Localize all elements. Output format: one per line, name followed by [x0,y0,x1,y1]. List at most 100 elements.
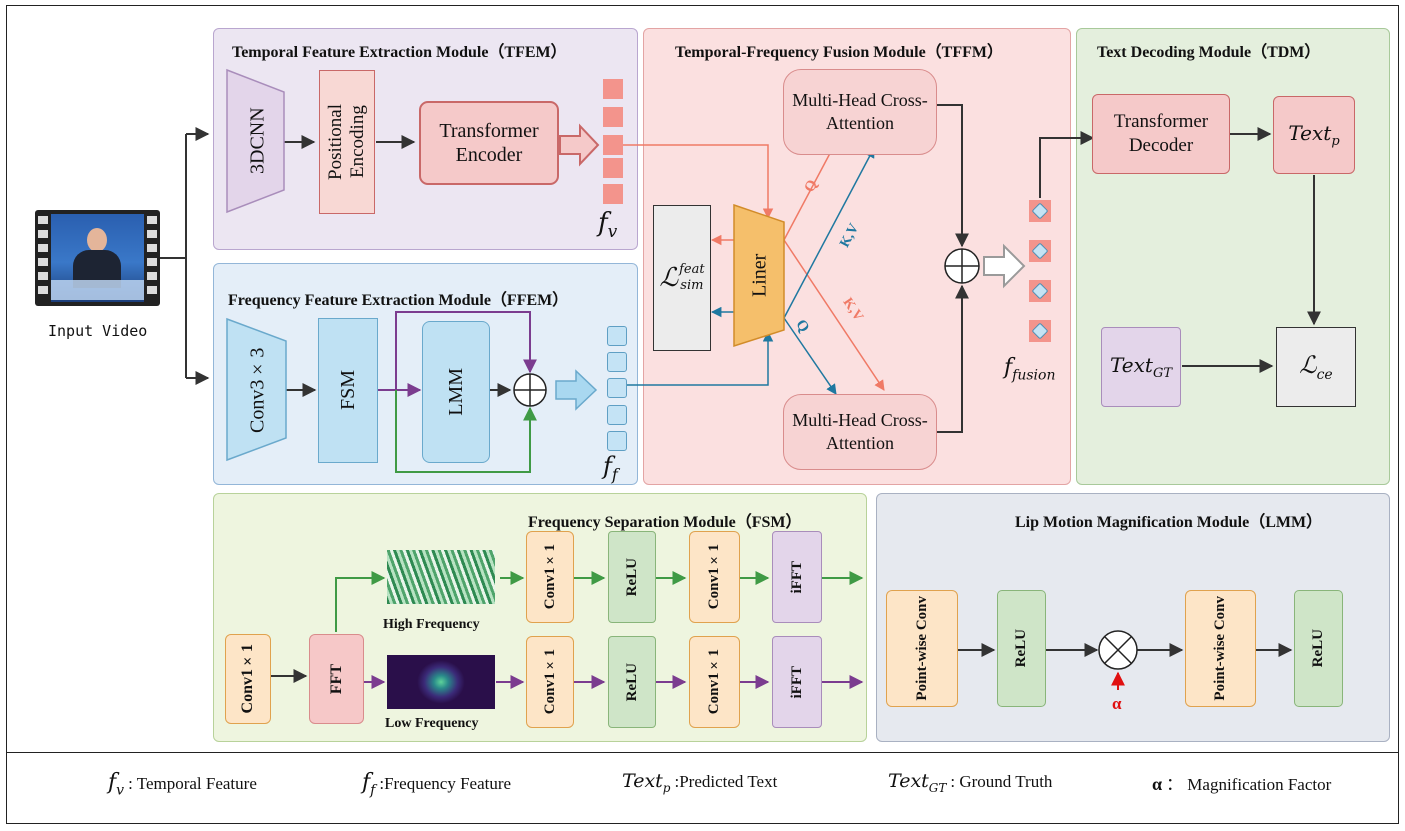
fsm-high-ifft: iFFT [772,531,822,623]
fv-token [603,135,623,155]
anchor-head [87,228,107,252]
legend-item-ground-truth: TextGT : Ground Truth [888,770,1053,795]
fft-block: FFT [309,634,364,724]
fusion-token [1029,200,1051,222]
ffem-hollow-arrow [555,369,598,411]
low-frequency-label: Low Frequency [385,716,479,731]
fsm-block: FSM [318,318,378,463]
ffem-add-circle [513,373,547,407]
tffm-title: Temporal-Frequency Fusion Module（TFFM） [675,44,1004,61]
ff-token [607,378,627,398]
positional-encoding-label: Positional Encoding [325,104,368,181]
fv-label: fv [598,208,618,243]
fv-token [603,158,623,178]
liner-q-top [783,141,837,241]
ce-loss-block: ℒce [1276,327,1356,407]
fusion-to-decoder-arrow [1039,131,1095,198]
ff-token [607,326,627,346]
fusion-token [1029,320,1051,342]
legend-item-predicted-text: Textp :Predicted Text [622,770,778,795]
tffm-hollow-arrow [983,243,1026,289]
film-strip-left [38,216,48,300]
fsm-high-relu: ReLU [608,531,656,623]
ground-truth-label: TextGT [1109,353,1172,381]
ffem-title: Frequency Feature Extraction Module（FFEM… [228,292,569,309]
lmm-relu-2: ReLU [1294,590,1343,707]
legend-item-frequency-feature: ff :Frequency Feature [362,770,512,799]
figure-frame [6,5,1399,824]
fsm-fft-to-high [335,571,386,632]
fv-to-liner-line [616,144,774,220]
cross-attention-bottom: Multi-Head Cross-Attention [783,394,937,470]
fusion-token [1029,280,1051,302]
tdm-arrows [1182,127,1321,373]
fv-token [603,107,623,127]
ffem-skip-green [395,390,537,473]
fsm-low-ifft: iFFT [772,636,822,728]
ff-token [607,431,627,451]
liner-kv-bottom [783,239,885,391]
ground-truth-block: TextGT [1101,327,1181,407]
legend-divider [6,752,1399,753]
high-frequency-image [387,550,495,604]
lmm-title: Lip Motion Magnification Module（LMM） [1015,514,1323,531]
ff-to-liner-line [616,330,774,386]
similarity-loss-label: ℒ feat sim [659,262,705,293]
ffem-conv3x3: Conv3×3 [246,347,269,433]
tfem-3dcnn: 3DCNN [246,107,269,175]
fusion-label: ffusion [1004,355,1056,384]
low-frequency-image [387,655,495,709]
fusion-token [1029,240,1051,262]
fsm-low-relu: ReLU [608,636,656,728]
legend-item-temporal-feature: fv : Temporal Feature [108,770,257,799]
lmm-relu-1: ReLU [997,590,1046,707]
input-video-label: Input Video [48,322,148,340]
fsm-high-conv1: Conv1×1 [526,531,574,623]
input-video-thumbnail [35,210,160,306]
tffm-add-circle [944,248,980,284]
ff-token [607,352,627,372]
positional-encoding-block: Positional Encoding [319,70,375,214]
high-frequency-label: High Frequency [383,617,480,632]
transformer-encoder: Transformer Encoder [419,101,559,185]
ffem-skip-purple [395,311,537,390]
predicted-text-block: Textp [1273,96,1355,174]
cross-attention-top: Multi-Head Cross-Attention [783,69,937,155]
fsm-low-conv1: Conv1×1 [526,636,574,728]
fsm-low-conv2: Conv1×1 [689,636,740,728]
liner-q-bottom [783,317,837,395]
liner-label: Liner [748,253,771,297]
similarity-loss: ℒ feat sim [653,205,711,351]
liner-shape [733,203,785,348]
fsm-block-label: FSM [336,370,359,411]
fsm-conv-in: Conv1×1 [225,634,271,724]
legend-item-magnification-factor: α ： Magnification Factor [1152,774,1332,794]
tfem-title: Temporal Feature Extraction Module（TFEM） [232,44,567,61]
video-frame [51,214,144,302]
alpha-label: α [1112,694,1122,713]
ff-token [607,405,627,425]
tfem-3dcnn-shape [226,68,285,214]
ff-label: ff [603,452,618,484]
lmm-block: LMM [422,321,490,463]
fsm-high-conv2: Conv1×1 [689,531,740,623]
fv-token [603,184,623,204]
lmm-pointwise-conv-2: Point-wise Conv [1185,590,1256,707]
fsm-title: Frequency Separation Module（FSM） [528,514,802,531]
ffem-conv-shape [226,317,287,462]
lmm-pointwise-conv-1: Point-wise Conv [886,590,958,707]
fv-token [603,79,623,99]
ce-loss-label: ℒce [1299,351,1333,383]
attention-to-add-arrows [936,104,969,433]
lmm-block-label: LMM [444,368,467,416]
predicted-text-label: Textp [1288,121,1340,149]
transformer-decoder: Transformer Decoder [1092,94,1230,174]
film-strip-right [147,216,157,300]
lmm-multiply-circle [1098,630,1138,670]
input-split-arrows [160,127,210,385]
caption-bar [51,280,144,300]
tdm-title: Text Decoding Module（TDM） [1097,44,1321,61]
tfem-hollow-arrow [559,123,600,167]
liner-kv-top [783,147,875,319]
